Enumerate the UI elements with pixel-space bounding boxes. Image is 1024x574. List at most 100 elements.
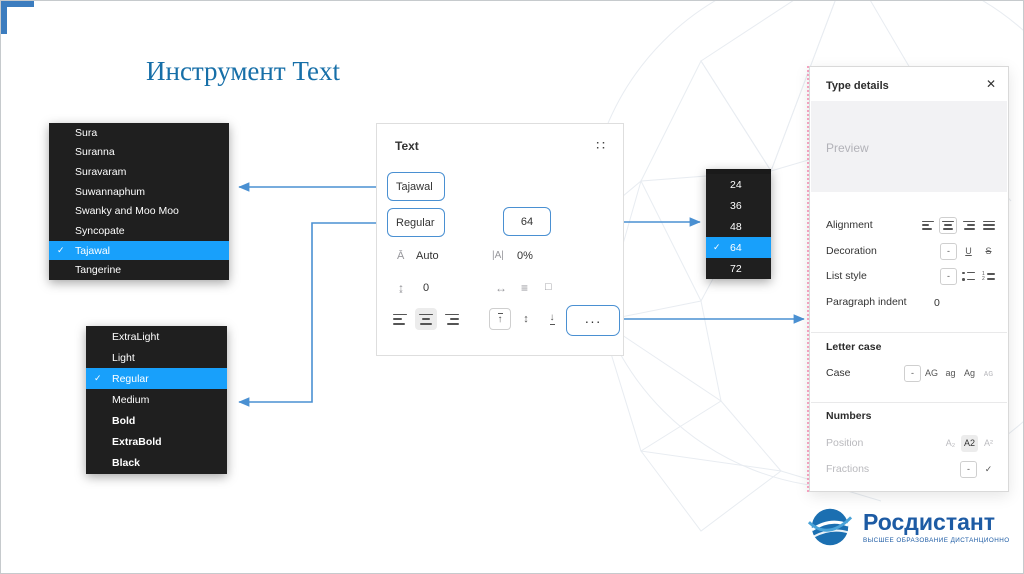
font-menu-item[interactable]: Suranna xyxy=(49,143,229,163)
case-lower-button[interactable]: ag xyxy=(945,368,956,378)
auto-height-icon[interactable]: ≡ xyxy=(521,281,529,295)
weight-menu-item[interactable]: Black xyxy=(86,453,227,474)
underline-button[interactable]: U xyxy=(965,246,972,256)
align-right-icon xyxy=(962,220,975,230)
corner-accent-horizontal xyxy=(1,1,34,7)
alignment-label: Alignment xyxy=(826,219,873,231)
list-none-button[interactable]: - xyxy=(940,267,957,285)
font-menu-item[interactable]: Swanky and Moo Moo xyxy=(49,202,229,222)
auto-width-icon[interactable]: ↔ xyxy=(495,281,507,295)
letter-spacing-icon: |A| xyxy=(492,250,504,261)
fixed-size-icon[interactable]: □ xyxy=(545,281,552,293)
position-superscript-button[interactable]: A² xyxy=(984,438,993,448)
corner-accent-vertical xyxy=(1,1,7,34)
line-height-icon: Ā xyxy=(397,250,405,262)
size-menu-item[interactable]: 24 xyxy=(706,174,771,195)
weight-menu-item-label: Light xyxy=(112,351,135,364)
font-menu-item-selected[interactable]: ✓ Tajawal xyxy=(49,240,229,261)
decoration-label: Decoration xyxy=(826,245,877,257)
weight-menu-item-selected[interactable]: ✓ Regular xyxy=(86,368,227,390)
position-label: Position xyxy=(826,437,864,449)
align-right-button[interactable] xyxy=(960,217,977,234)
size-menu-item[interactable]: 72 xyxy=(706,258,771,279)
vertical-align-bottom-button[interactable]: ↓ xyxy=(541,308,563,330)
size-menu-item-label: 24 xyxy=(730,178,742,191)
slide-title: Инструмент Text xyxy=(146,56,341,86)
rosdistant-logo: Росдистант ВЫСШЕЕ ОБРАЗОВАНИЕ ДИСТАНЦИОН… xyxy=(807,504,1010,550)
font-size-menu: 24 36 48 ✓ 64 72 xyxy=(706,169,771,279)
size-menu-item-selected[interactable]: ✓ 64 xyxy=(706,237,771,258)
fractions-on-button[interactable]: ✓ xyxy=(984,463,993,474)
weight-menu-item[interactable]: Medium xyxy=(86,389,227,410)
weight-menu-item-label: ExtraLight xyxy=(112,330,160,343)
weight-menu-item-label: Black xyxy=(112,457,141,470)
paragraph-indent-value[interactable]: 0 xyxy=(934,297,940,309)
position-row: Position A₂ A2 A² xyxy=(826,433,997,453)
font-menu-item-label: Suranna xyxy=(75,146,115,159)
text-style-icon[interactable]: ∷ xyxy=(596,137,605,153)
font-menu-item[interactable]: Suwannaphum xyxy=(49,182,229,202)
strikethrough-button[interactable]: S xyxy=(985,246,992,256)
case-none-button[interactable]: - xyxy=(903,364,921,382)
position-default-button[interactable]: A2 xyxy=(961,434,978,452)
letter-spacing-value[interactable]: 0% xyxy=(517,250,533,262)
case-smallcaps-button[interactable]: ᴀɢ xyxy=(983,368,994,378)
globe-logo-icon xyxy=(807,508,853,546)
list-style-row: List style - 1 2 xyxy=(826,266,997,286)
font-menu-item[interactable]: Sura xyxy=(49,123,229,143)
align-center-icon xyxy=(419,313,433,325)
font-menu-item-label: Swanky and Moo Moo xyxy=(75,205,179,218)
align-center-button[interactable] xyxy=(939,216,957,234)
case-row: Case - AG ag Ag ᴀɢ xyxy=(826,363,997,383)
case-label: Case xyxy=(826,367,851,379)
text-align-center-button[interactable] xyxy=(415,308,437,330)
align-left-button[interactable] xyxy=(919,217,936,234)
size-menu-item[interactable]: 48 xyxy=(706,216,771,237)
text-align-left-button[interactable] xyxy=(389,308,411,330)
font-menu-item[interactable]: Tangerine xyxy=(49,260,229,280)
font-menu-item-label: Tangerine xyxy=(75,264,122,277)
font-weight-value: Regular xyxy=(396,216,435,229)
decoration-row: Decoration - U S xyxy=(826,241,997,261)
list-style-label: List style xyxy=(826,270,867,282)
vertical-align-middle-button[interactable]: ↕ xyxy=(515,308,537,330)
weight-menu-item[interactable]: Light xyxy=(86,347,227,368)
text-align-right-button[interactable] xyxy=(441,308,463,330)
alignment-row: Alignment xyxy=(826,215,997,235)
type-details-button[interactable]: ··· xyxy=(566,305,620,336)
check-icon: ✓ xyxy=(94,373,102,384)
ruler-guide xyxy=(807,66,809,492)
logo-text: Росдистант ВЫСШЕЕ ОБРАЗОВАНИЕ ДИСТАНЦИОН… xyxy=(863,510,1010,543)
weight-menu-item[interactable]: ExtraBold xyxy=(86,432,227,453)
size-menu-item[interactable]: 36 xyxy=(706,195,771,216)
decoration-none-button[interactable]: - xyxy=(940,242,957,260)
numbered-list-button[interactable]: 1 2 xyxy=(980,268,997,285)
font-family-field[interactable]: Tajawal xyxy=(387,172,445,201)
case-upper-button[interactable]: AG xyxy=(924,368,938,378)
weight-menu-item[interactable]: ExtraLight xyxy=(86,326,227,347)
line-height-value[interactable]: Auto xyxy=(416,250,439,262)
fractions-none-button[interactable]: - xyxy=(960,460,977,478)
font-size-field[interactable]: 64 xyxy=(503,207,551,236)
size-menu-item-label: 64 xyxy=(730,241,742,254)
bullet-list-button[interactable] xyxy=(960,268,977,285)
vertical-align-top-button[interactable]: ↑ xyxy=(489,308,511,330)
case-title-button[interactable]: Ag xyxy=(963,368,975,378)
align-left-icon xyxy=(393,313,407,325)
size-menu-item-label: 48 xyxy=(730,220,742,233)
weight-menu-item-label: ExtraBold xyxy=(112,436,162,449)
weight-menu-item[interactable]: Bold xyxy=(86,411,227,432)
check-icon: ✓ xyxy=(57,245,65,256)
font-menu-item[interactable]: Suravaram xyxy=(49,162,229,182)
paragraph-spacing-value[interactable]: 0 xyxy=(423,282,430,294)
size-menu-item-label: 36 xyxy=(730,199,742,212)
weight-menu-item-label: Regular xyxy=(112,372,149,385)
close-icon[interactable]: ✕ xyxy=(985,77,996,91)
position-subscript-button[interactable]: A₂ xyxy=(945,438,956,448)
font-menu-item[interactable]: Syncopate xyxy=(49,221,229,241)
font-weight-field[interactable]: Regular xyxy=(387,208,445,237)
align-justify-button[interactable] xyxy=(980,217,997,234)
type-details-title: Type details xyxy=(826,80,889,92)
numbered-list-icon: 1 2 xyxy=(982,271,995,281)
